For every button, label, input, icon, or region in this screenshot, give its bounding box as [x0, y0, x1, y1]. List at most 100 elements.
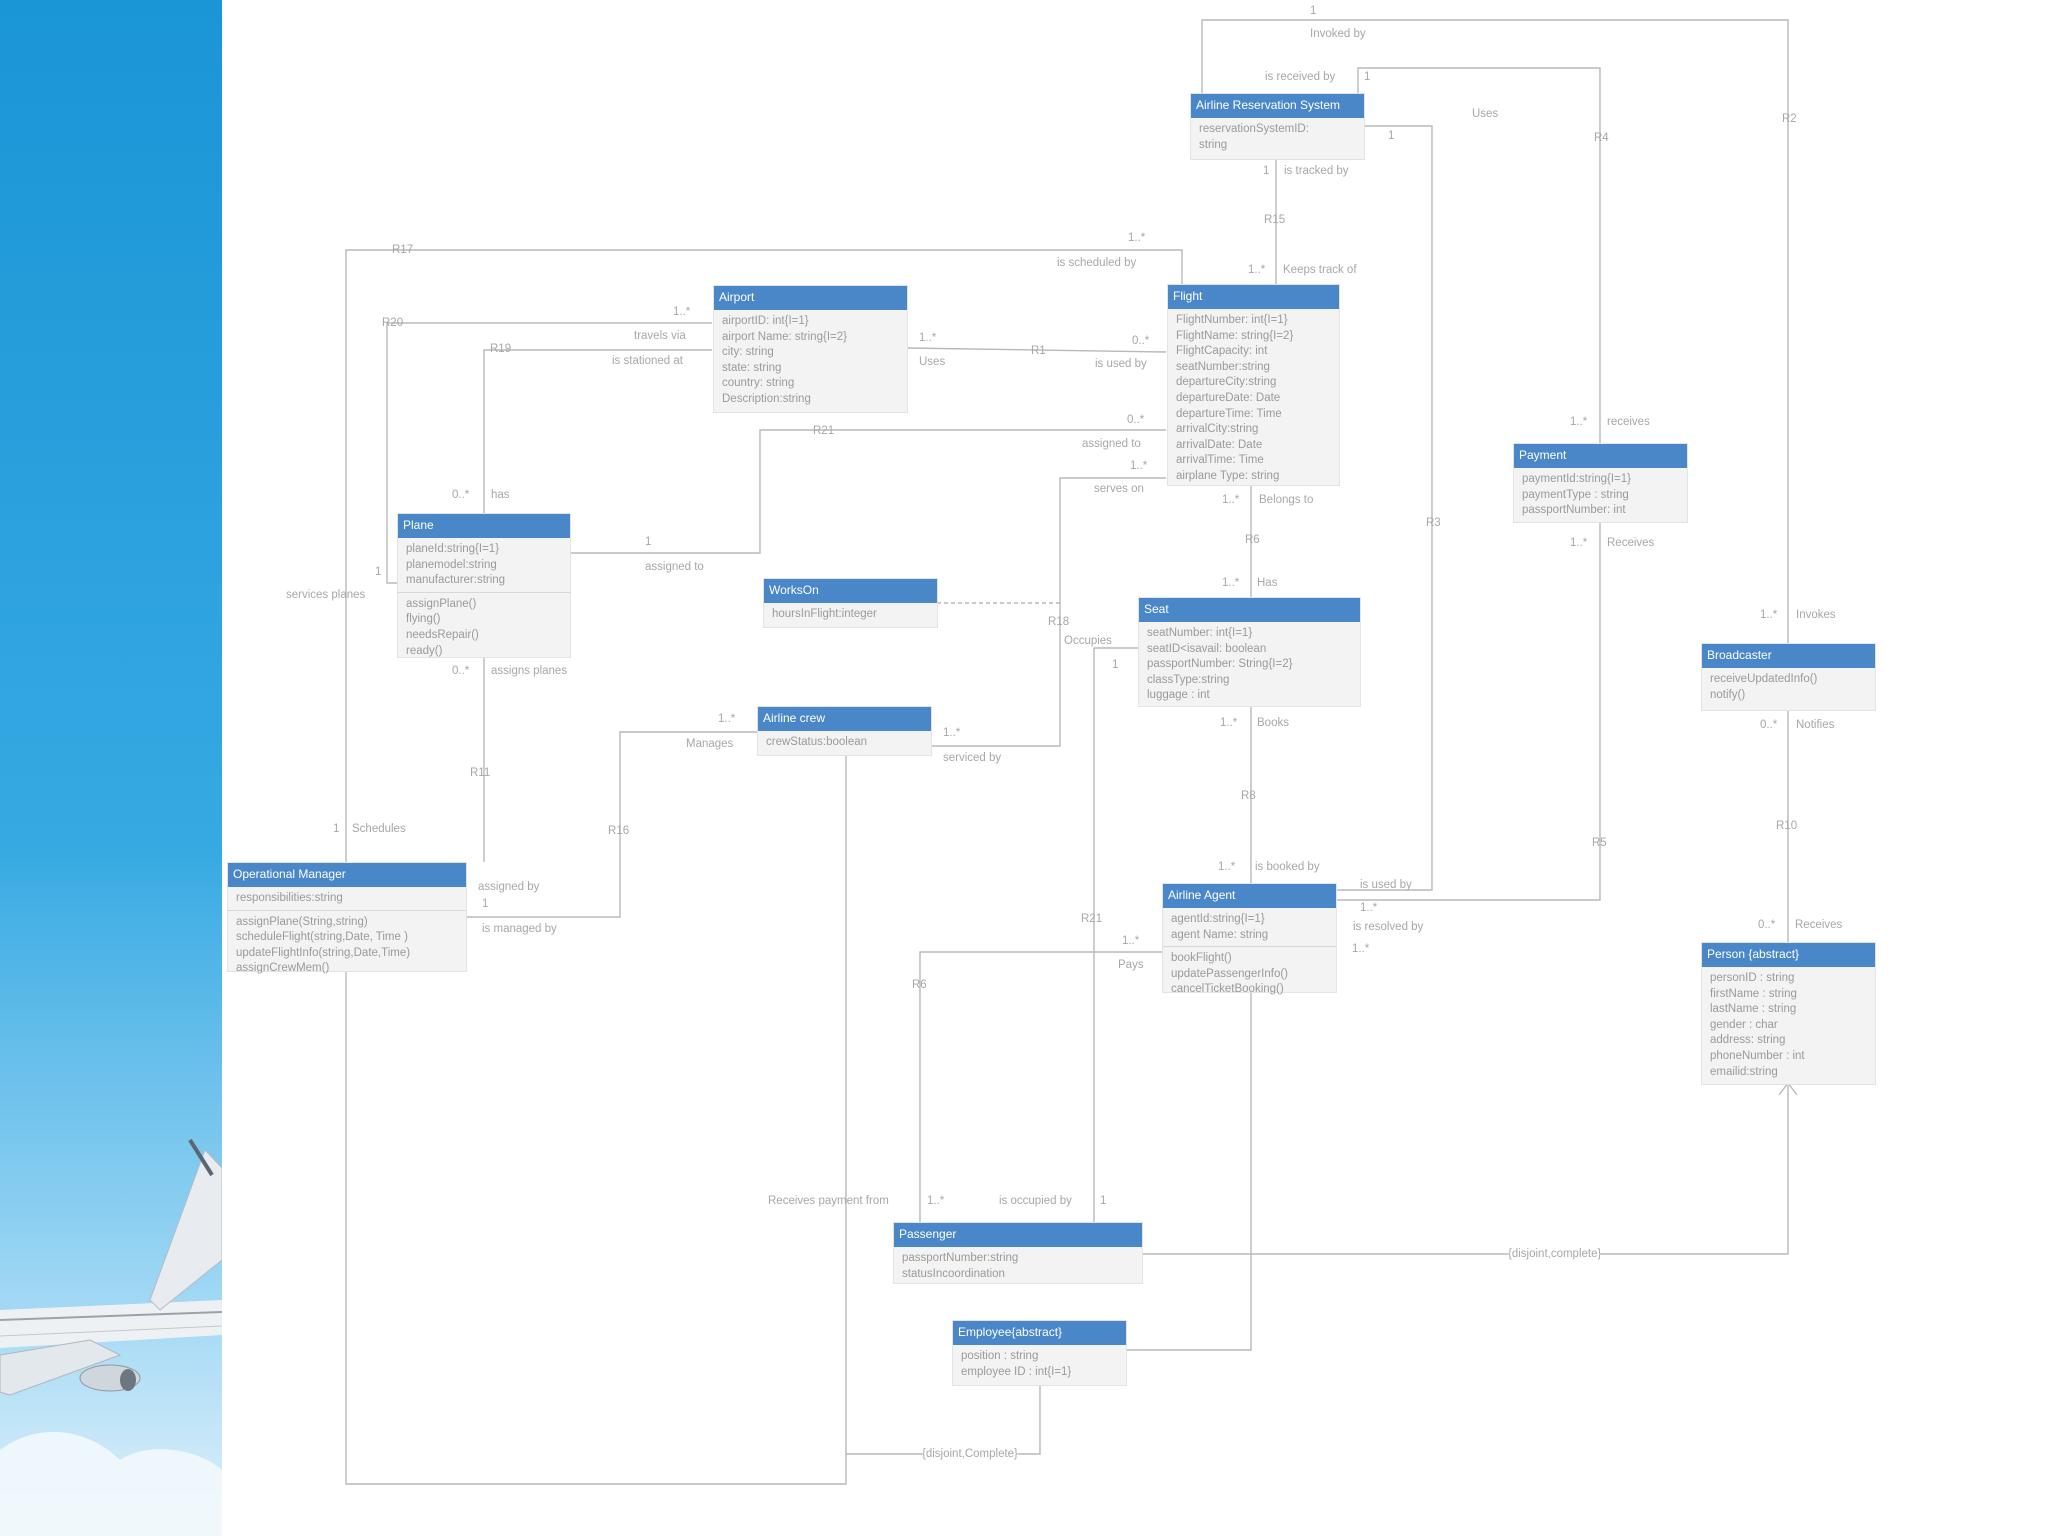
class-attribute: statusIncoordination	[902, 1267, 1005, 1280]
class-plane[interactable]: Plane planeId:string{I=1} planemodel:str…	[397, 513, 571, 658]
association-name: R16	[608, 825, 630, 837]
association-r20	[386, 322, 712, 584]
class-attribute: phoneNumber : int	[1710, 1049, 1805, 1062]
role-label: Invoked by	[1310, 28, 1366, 40]
class-flight[interactable]: Flight FlightNumber: int{I=1} FlightName…	[1167, 284, 1340, 486]
association-r19	[483, 349, 712, 515]
role-label: is scheduled by	[1057, 257, 1137, 269]
multiplicity-label: 0..*	[1127, 414, 1145, 426]
role-label: Books	[1257, 717, 1289, 729]
association-r4	[1357, 67, 1601, 443]
class-attribute: position : string	[961, 1350, 1039, 1362]
multiplicity-label: 1	[1112, 659, 1119, 671]
class-title: Airline Agent	[1163, 884, 1336, 908]
association-r5	[1336, 523, 1601, 901]
class-works-on[interactable]: WorksOn hoursInFlight:integer	[763, 578, 938, 628]
association-name: R20	[382, 317, 404, 329]
class-operation: updatePassengerInfo()	[1171, 967, 1288, 980]
association-r3	[1336, 125, 1433, 891]
role-label: is used by	[1360, 879, 1412, 891]
class-title: Broadcaster	[1702, 644, 1875, 668]
class-attribute: city: string	[722, 346, 774, 359]
association-name: R1	[1031, 345, 1046, 357]
role-label: Has	[1257, 577, 1278, 589]
multiplicity-label: 1..*	[1222, 494, 1240, 506]
class-attribute: planeId:string{I=1}	[406, 543, 500, 555]
class-broadcaster[interactable]: Broadcaster receiveUpdatedInfo() notify(…	[1701, 643, 1876, 711]
association-name: R15	[1264, 214, 1286, 226]
class-seat[interactable]: Seat seatNumber: int{I=1} seatID<isavail…	[1138, 597, 1361, 707]
role-label: Belongs to	[1259, 494, 1314, 506]
class-attribute: paymentId:string{I=1}	[1522, 473, 1632, 485]
multiplicity-label: 1..*	[1122, 935, 1140, 947]
multiplicity-label: 1..*	[673, 306, 691, 318]
class-title: Passenger	[894, 1223, 1142, 1247]
role-label: assigned to	[1082, 438, 1141, 450]
role-label: Uses	[919, 356, 946, 368]
class-attribute: passportNumber:string	[902, 1252, 1019, 1264]
class-operation: flying()	[406, 613, 441, 626]
multiplicity-label: 1..*	[943, 727, 961, 739]
class-operation: needsRepair()	[406, 628, 479, 641]
association-invokes	[1201, 19, 1789, 643]
multiplicity-label: 1..*	[1130, 460, 1148, 472]
class-attribute: FlightName: string{I=2}	[1176, 329, 1294, 342]
association-name: R18	[1048, 616, 1070, 628]
role-label: assigns planes	[491, 665, 568, 677]
role-label: Pays	[1118, 959, 1144, 971]
class-payment[interactable]: Payment paymentId:string{I=1} paymentTyp…	[1513, 443, 1688, 523]
class-attribute: country: string	[722, 377, 795, 390]
multiplicity-label: 1	[1263, 165, 1270, 177]
class-attribute: passportNumber: int	[1522, 504, 1626, 517]
class-airline-reservation-system[interactable]: Airline Reservation System reservationSy…	[1190, 93, 1365, 160]
role-label: Manages	[686, 738, 734, 750]
role-label: is received by	[1265, 71, 1336, 83]
class-airport[interactable]: Airport airportID: int{I=1} airport Name…	[713, 285, 908, 413]
role-label: Notifies	[1796, 719, 1835, 731]
class-passenger[interactable]: Passenger passportNumber:string statusIn…	[893, 1222, 1143, 1284]
class-title: Airline Reservation System	[1191, 94, 1364, 118]
role-label: Receives payment from	[768, 1195, 889, 1207]
class-operational-manager[interactable]: Operational Manager responsibilities:str…	[227, 862, 467, 974]
class-person[interactable]: Person {abstract} personID : string firs…	[1701, 942, 1876, 1085]
association-name: R2	[1782, 113, 1797, 125]
class-attribute: departureTime: Time	[1176, 407, 1282, 420]
multiplicity-label: 1..*	[1760, 609, 1778, 621]
class-operation: cancelTicketBooking()	[1171, 983, 1284, 996]
generalization-person	[1143, 1085, 1789, 1255]
association-r17	[345, 249, 1183, 862]
role-label: Invokes	[1796, 609, 1836, 621]
role-label: Schedules	[352, 823, 406, 835]
generalization-manager	[345, 966, 847, 1485]
association-r18	[1093, 647, 1138, 1222]
class-attribute: responsibilities:string	[236, 892, 343, 904]
association-name: R4	[1594, 132, 1609, 144]
class-attribute: departureCity:string	[1176, 376, 1277, 389]
multiplicity-label: 1..*	[1570, 416, 1588, 428]
multiplicity-label: 1..*	[1360, 902, 1378, 914]
multiplicity-label: 1..*	[1128, 232, 1146, 244]
class-airline-crew[interactable]: Airline crew crewStatus:boolean	[757, 706, 932, 756]
class-attribute: FlightCapacity: int	[1176, 345, 1268, 358]
association-name: R21	[1081, 913, 1103, 925]
role-label: is tracked by	[1284, 165, 1349, 177]
class-airline-agent[interactable]: Airline Agent agentId:string{I=1} agent …	[1162, 883, 1337, 995]
role-label: Uses	[1472, 108, 1499, 120]
multiplicity-label: 1	[1364, 71, 1371, 83]
class-attribute: lastName : string	[1710, 1003, 1797, 1016]
multiplicity-label: 1..*	[1220, 717, 1238, 729]
multiplicity-label: 1..*	[1218, 861, 1236, 873]
multiplicity-label: 0..*	[452, 665, 470, 677]
role-label: is stationed at	[612, 355, 683, 367]
role-label: services planes	[286, 589, 366, 601]
class-title: Airport	[714, 286, 907, 310]
multiplicity-label: 1..*	[1222, 577, 1240, 589]
role-label: is booked by	[1255, 861, 1320, 873]
role-label: assigned by	[478, 881, 540, 893]
association-name: R6	[1245, 534, 1260, 546]
class-attribute: arrivalTime: Time	[1176, 454, 1264, 467]
association-r1	[907, 347, 1167, 353]
class-attribute: agent Name: string	[1171, 928, 1269, 941]
class-employee[interactable]: Employee{abstract} position : string emp…	[952, 1320, 1127, 1386]
